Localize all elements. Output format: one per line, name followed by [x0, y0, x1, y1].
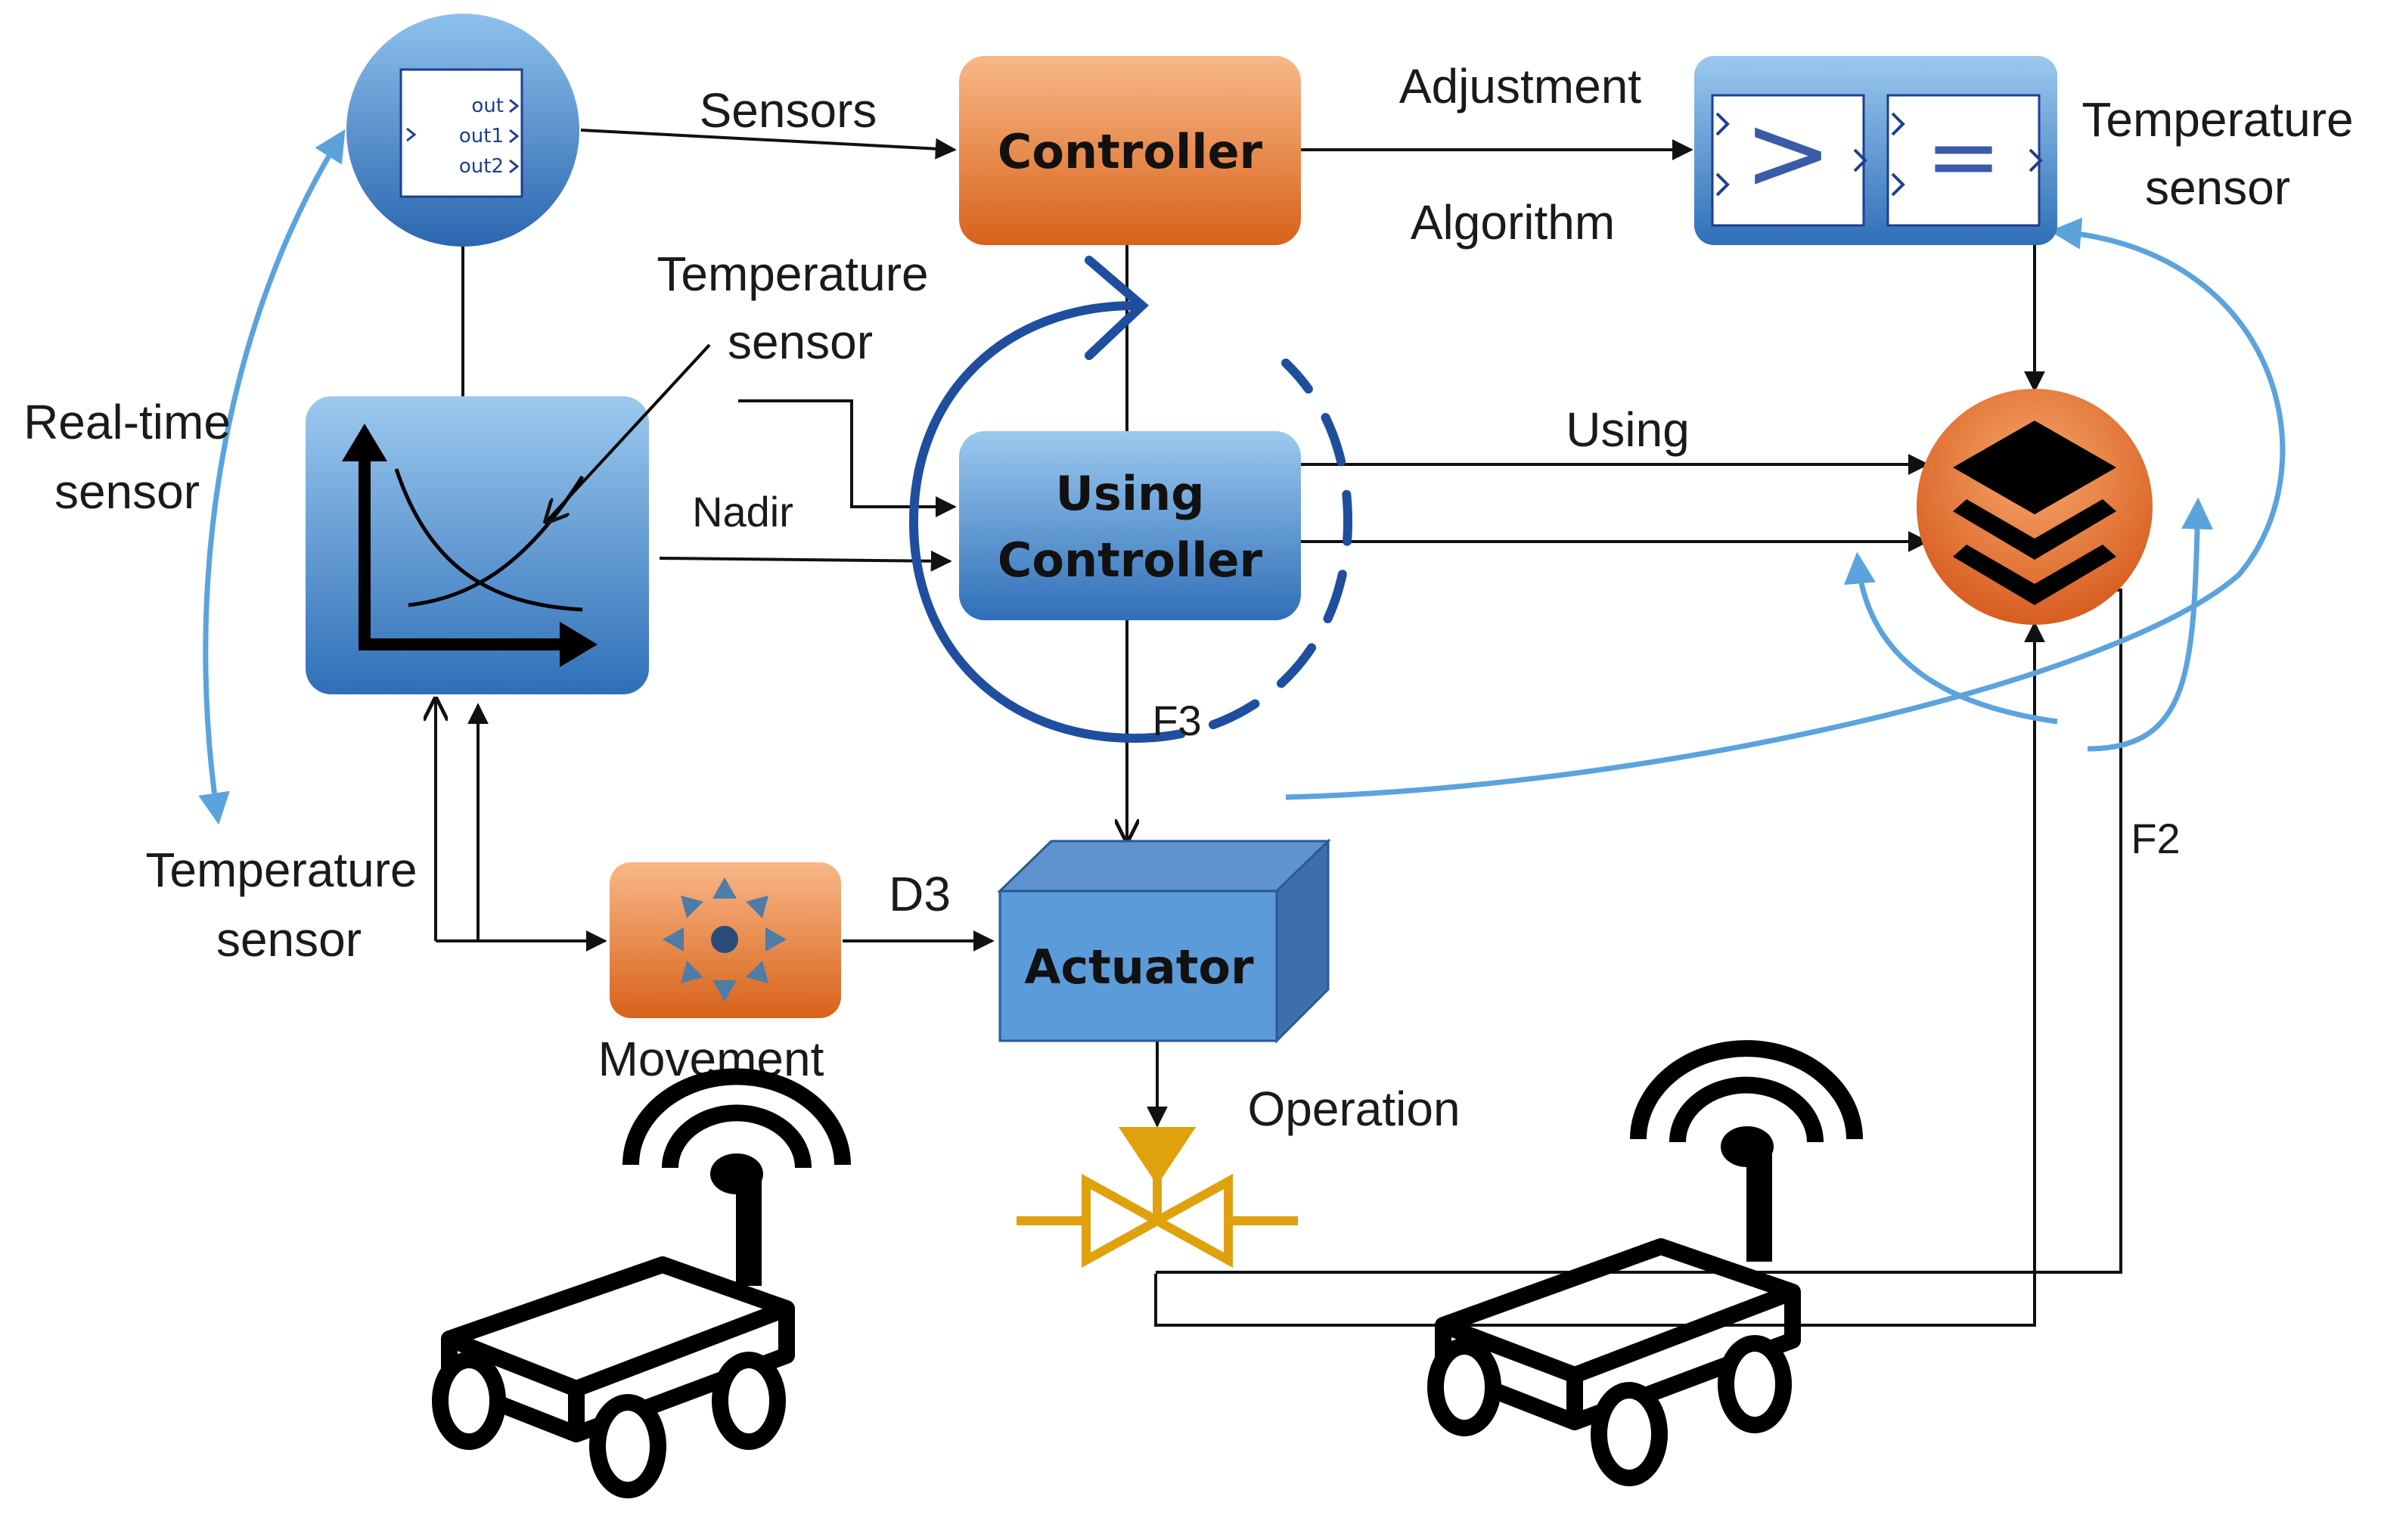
controller-label: Controller — [998, 124, 1263, 179]
control-cycle-arrow — [908, 256, 1353, 743]
movement-icon — [663, 877, 787, 1001]
real-time-sensor-line2: sensor — [54, 464, 200, 519]
layers-icon — [1953, 421, 2116, 605]
temp-sensor-to-using-arrow — [738, 399, 957, 517]
small-loop-right — [2087, 497, 2214, 752]
loop-to-stack-arrow — [1154, 621, 2045, 1327]
small-loop-left — [1844, 551, 2058, 725]
cycle-solid-arc — [908, 301, 1139, 743]
using-label: Using — [1566, 402, 1690, 457]
temp-sensor-top-right-line2: sensor — [2145, 160, 2290, 215]
sensors-label: Sensors — [700, 83, 877, 138]
equal-block — [1886, 94, 2041, 227]
rover-right-icon — [1427, 1040, 1863, 1486]
using-controller-node[interactable]: Using Controller — [959, 431, 1301, 620]
actuator-label: Actuator — [1024, 939, 1254, 995]
chart-node[interactable] — [306, 396, 649, 694]
real-time-sensor-line1: Real-time — [23, 395, 231, 449]
f2-label: F2 — [2131, 815, 2180, 862]
equal-symbol: = — [1926, 104, 2002, 210]
temp-sensor-bottom-left-line1: Temperature — [145, 843, 417, 897]
subsystem-port-out: out — [471, 95, 504, 117]
real-time-sensor-double-arrow — [198, 129, 346, 825]
cycle-dashed-arc — [1130, 359, 1353, 743]
temp-sensor-mid-line1: Temperature — [657, 247, 928, 301]
using-controller-label-line1: Using — [1055, 466, 1204, 521]
adjustment-label: Adjustment — [1399, 59, 1641, 113]
subsystem-port-out2: out2 — [459, 155, 504, 178]
rover-left-icon — [432, 1068, 851, 1498]
subsystem-node[interactable]: out out1 out2 — [346, 14, 579, 247]
temp-sensor-bottom-left-line2: sensor — [216, 912, 362, 967]
controller-node[interactable]: Controller — [959, 56, 1301, 245]
algorithm-label: Algorithm — [1411, 195, 1615, 250]
chart-curve-decay — [394, 468, 583, 612]
greater-than-symbol: > — [1743, 92, 1832, 215]
algorithm-blocks-node[interactable]: > = — [1694, 56, 2057, 245]
movement-node[interactable]: Movement — [598, 862, 841, 1086]
chart-axis-arrow-up — [342, 424, 387, 461]
temp-sensor-top-right-line1: Temperature — [2081, 92, 2353, 147]
nadir-label: Nadir — [692, 488, 793, 536]
f3-label: F3 — [1152, 697, 1201, 744]
temp-sensor-mid-line2: sensor — [728, 315, 873, 369]
actuator-node[interactable]: Actuator — [997, 838, 1331, 1044]
chart-axes-icon — [359, 449, 572, 650]
greater-than-block — [1711, 94, 1865, 227]
layers-node[interactable] — [1917, 389, 2153, 625]
subsystem-block-icon — [399, 68, 523, 198]
operation-label: Operation — [1247, 1082, 1460, 1136]
valve-icon — [1017, 1127, 1298, 1268]
cycle-arrowhead — [1085, 256, 1149, 360]
chart-axis-arrow-right — [560, 622, 598, 667]
nadir-arrow — [659, 550, 952, 572]
d3-label: D3 — [889, 867, 951, 921]
using-controller-label-line2: Controller — [998, 532, 1263, 588]
subsystem-port-out1: out1 — [459, 125, 504, 147]
connector-lines — [436, 129, 2122, 1327]
temp-sensor-pointer — [546, 343, 711, 522]
sensors-arrow — [580, 129, 957, 160]
light-blue-arrows — [198, 129, 2286, 825]
